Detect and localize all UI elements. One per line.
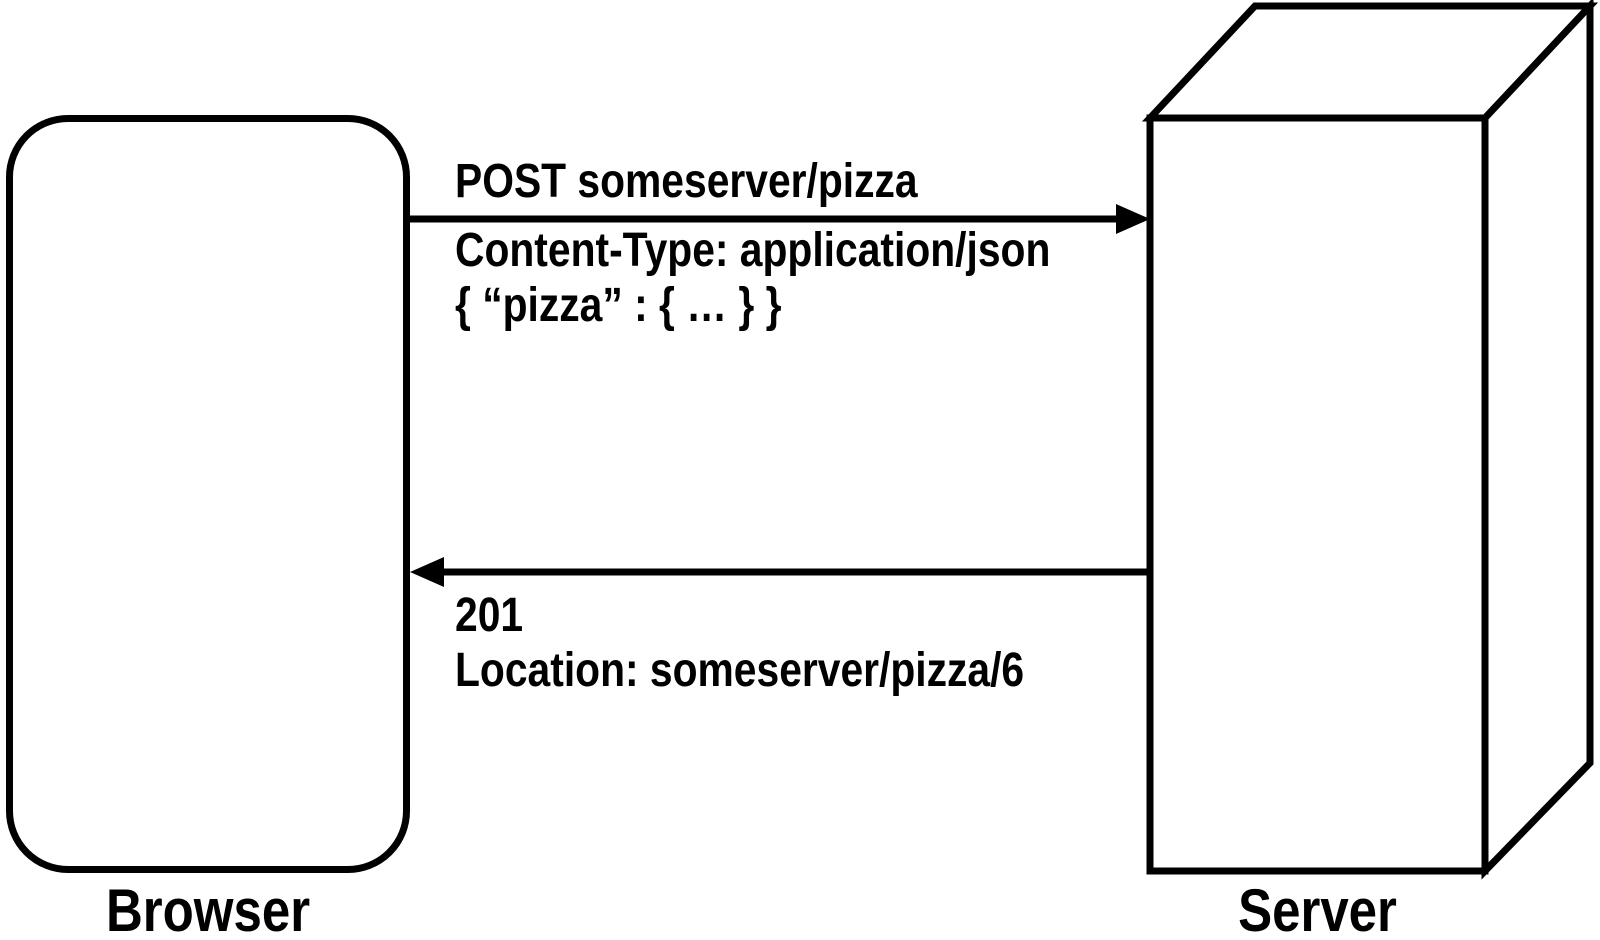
server-node	[1141, 0, 1599, 880]
browser-node	[6, 115, 410, 873]
request-headers-body: Content-Type: application/json { “pizza”…	[455, 223, 1050, 333]
browser-node-label: Browser	[105, 877, 311, 940]
server-box-side-face	[1481, 0, 1594, 880]
response-arrowhead-icon	[410, 557, 444, 587]
response-message: 201 Location: someserver/pizza/6	[455, 588, 1024, 698]
response-status-line: 201	[455, 589, 524, 642]
response-location-line: Location: someserver/pizza/6	[455, 644, 1025, 697]
request-content-type-line: Content-Type: application/json	[455, 224, 1051, 277]
request-json-body-line: { “pizza” : { … } }	[455, 279, 782, 332]
server-box-front-face	[1146, 114, 1489, 875]
request-arrowhead-icon	[1116, 204, 1150, 234]
response-arrow	[410, 557, 1150, 587]
server-node-label: Server	[1238, 877, 1397, 940]
request-method-line: POST someserver/pizza	[455, 155, 918, 208]
request-arrow	[410, 204, 1150, 234]
